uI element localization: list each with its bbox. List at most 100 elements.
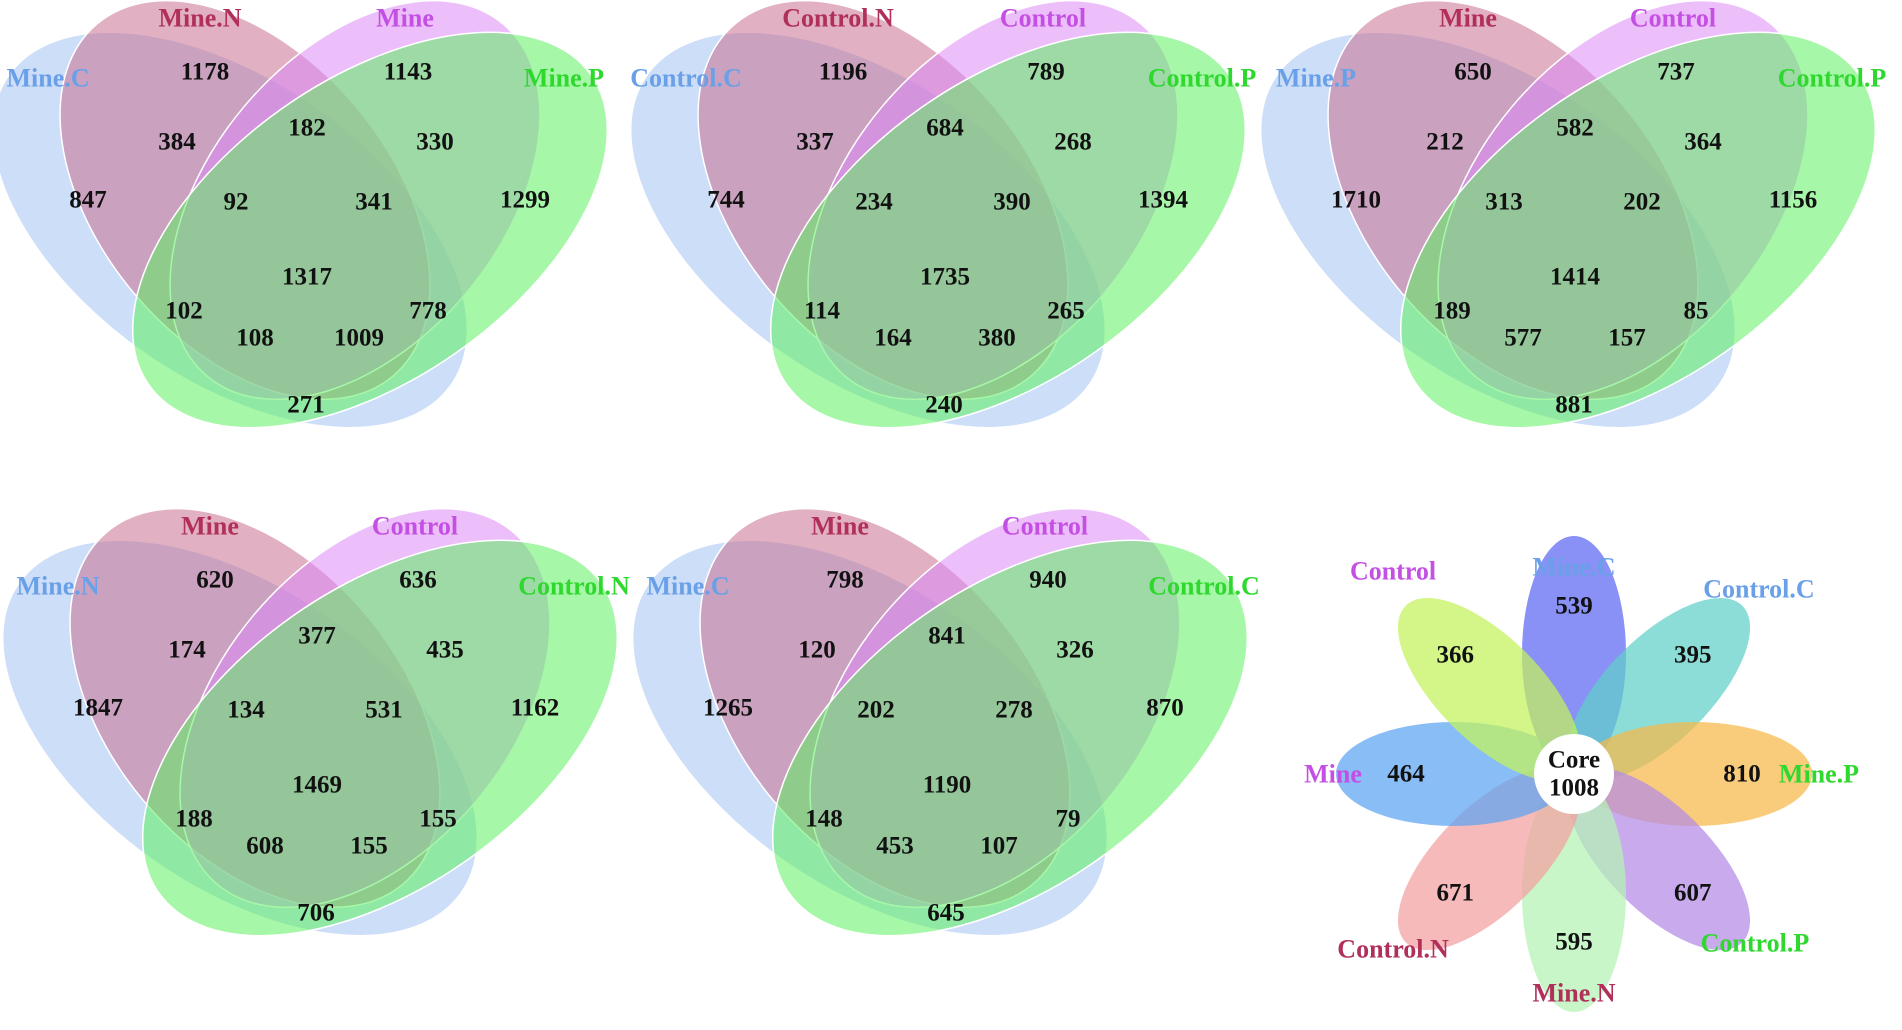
venn-set-label: Control	[1630, 4, 1716, 33]
venn-region-count: 79	[1056, 806, 1081, 833]
flower-petal-label: Control	[1350, 557, 1436, 586]
venn-region-count: 120	[798, 637, 836, 664]
flower-petal-count: 671	[1436, 879, 1474, 906]
venn-region-count: 645	[927, 900, 965, 927]
flower-petal-label: Mine.N	[1532, 979, 1615, 1008]
venn-region-count: 1143	[384, 59, 433, 86]
venn-set-label: Control.N	[518, 572, 630, 601]
flower-petal-count: 595	[1555, 929, 1593, 956]
venn-region-count: 85	[1684, 298, 1709, 325]
venn-region-count: 380	[978, 325, 1016, 352]
venn-region-count: 577	[1504, 325, 1542, 352]
venn-region-count: 174	[168, 637, 206, 664]
venn-region-count: 778	[409, 298, 447, 325]
venn-set-label: Control	[1000, 4, 1086, 33]
flower-petal-label: Mine.P	[1779, 760, 1859, 789]
venn-region-count: 148	[805, 806, 843, 833]
venn-region-count: 268	[1054, 129, 1092, 156]
venn-region-count: 364	[1684, 129, 1722, 156]
venn-region-count: 164	[874, 325, 912, 352]
flower-petal-count: 395	[1674, 642, 1712, 669]
venn-set-ellipse	[131, 31, 609, 429]
venn-set-label: Control.C	[1148, 572, 1259, 601]
venn-region-count: 234	[855, 189, 893, 216]
venn-region-count: 1162	[511, 695, 560, 722]
venn-region-count: 108	[236, 325, 274, 352]
venn-region-count: 1414	[1550, 264, 1601, 291]
venn-region-count: 189	[1433, 298, 1471, 325]
flower-petal-label: Mine	[1304, 760, 1362, 789]
venn-region-count: 1299	[500, 187, 550, 214]
flower-petal	[1567, 767, 1751, 951]
venn-region-count: 202	[1623, 189, 1661, 216]
venn-region-count: 102	[165, 298, 203, 325]
venn-region-count: 114	[804, 298, 841, 325]
venn-region-count: 390	[993, 189, 1031, 216]
venn-region-count: 157	[1608, 325, 1646, 352]
flower-petal-label: Control.P	[1701, 928, 1810, 957]
venn-region-count: 453	[876, 833, 914, 860]
flower-petal-count: 539	[1555, 593, 1593, 620]
venn-region-count: 1394	[1138, 187, 1189, 214]
flower-petal-label: Control.N	[1337, 934, 1449, 963]
core-label: Core	[1548, 747, 1600, 774]
venn-region-count: 435	[426, 637, 464, 664]
venn-region-count: 881	[1555, 392, 1593, 419]
flower-petal	[1567, 597, 1751, 781]
flower-petal-count: 366	[1436, 642, 1474, 669]
venn-region-count: 620	[196, 567, 234, 594]
venn-region-count: 188	[175, 806, 213, 833]
venn-region-count: 265	[1047, 298, 1085, 325]
venn-region-count: 92	[224, 189, 249, 216]
venn-set-label: Control.P	[1778, 64, 1887, 93]
venn-set-ellipse	[1399, 31, 1877, 429]
venn-region-count: 155	[350, 833, 388, 860]
venn-region-count: 326	[1056, 637, 1094, 664]
venn-set-label: Control	[372, 512, 458, 541]
venn-region-count: 789	[1027, 59, 1065, 86]
venn-region-count: 737	[1657, 59, 1695, 86]
venn-region-count: 271	[287, 392, 325, 419]
venn-region-count: 1847	[73, 695, 123, 722]
venn-region-count: 1317	[282, 264, 332, 291]
venn-region-count: 1009	[334, 325, 384, 352]
venn-set-ellipse	[141, 539, 619, 937]
venn-region-count: 744	[707, 187, 745, 214]
venn-region-count: 240	[925, 392, 963, 419]
venn-region-count: 278	[995, 697, 1033, 724]
venn-region-count: 684	[926, 115, 964, 142]
venn-set-label: Mine	[376, 4, 434, 33]
venn-set-label: Control.P	[1148, 64, 1257, 93]
flower-petal	[1397, 597, 1581, 781]
venn-region-count: 582	[1556, 115, 1594, 142]
venn-region-count: 212	[1426, 129, 1464, 156]
core-circle	[1534, 734, 1614, 814]
venn-region-count: 608	[246, 833, 284, 860]
venn-set-label: Mine.C	[6, 64, 89, 93]
core-value: 1008	[1549, 775, 1599, 802]
venn-region-count: 155	[419, 806, 457, 833]
venn-region-count: 650	[1454, 59, 1492, 86]
venn-region-count: 1735	[920, 264, 970, 291]
venn-region-count: 1178	[181, 59, 230, 86]
venn-set-label: Mine	[1439, 4, 1497, 33]
venn-region-count: 940	[1029, 567, 1067, 594]
venn-region-count: 847	[69, 187, 107, 214]
venn-set-label: Mine	[811, 512, 869, 541]
venn-region-count: 377	[298, 623, 336, 650]
flower-petal-count: 464	[1387, 761, 1425, 788]
venn-set-label: Mine	[181, 512, 239, 541]
flower-petal	[1397, 767, 1581, 951]
venn-region-count: 841	[928, 623, 966, 650]
venn-set-label: Mine.P	[524, 64, 604, 93]
venn-region-count: 636	[399, 567, 437, 594]
venn-region-count: 313	[1485, 189, 1523, 216]
